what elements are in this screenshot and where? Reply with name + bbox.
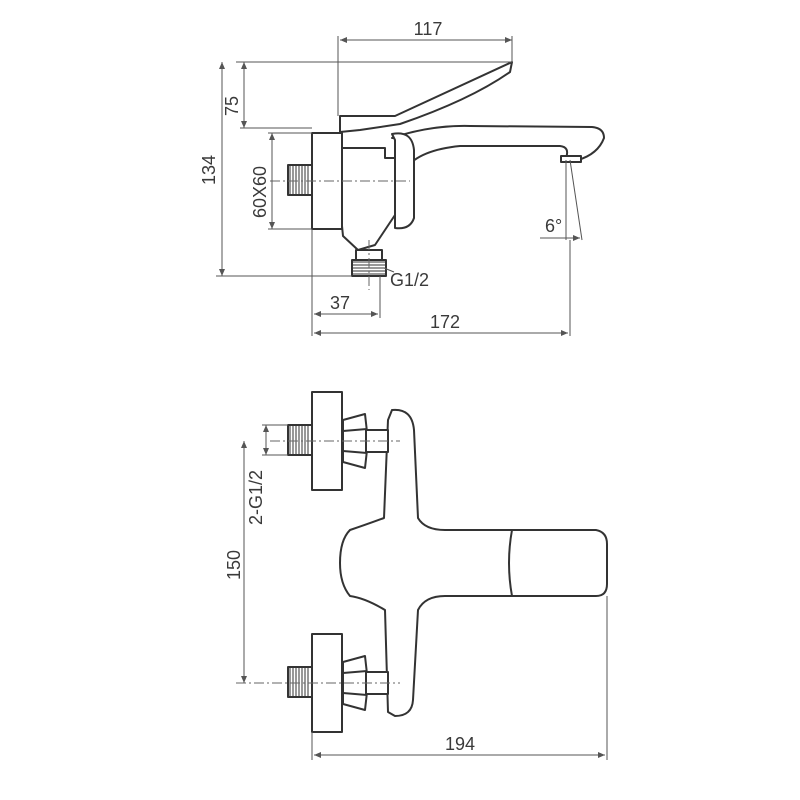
lever-handle xyxy=(339,61,513,133)
dim-60x60: 60X60 xyxy=(250,132,312,230)
dim-label-60x60: 60X60 xyxy=(250,166,270,218)
side-view: 117 75 134 60X60 6° G1/2 xyxy=(199,19,605,336)
dim-label-75: 75 xyxy=(222,96,242,116)
dim-label-117: 117 xyxy=(414,19,443,39)
dim-g12-side: G1/2 xyxy=(383,267,429,290)
dim-label-g12: G1/2 xyxy=(390,270,429,290)
aerator xyxy=(560,155,582,163)
dim-label-194: 194 xyxy=(445,734,475,754)
spout xyxy=(391,124,605,169)
dim-75: 75 xyxy=(222,61,512,129)
dim-label-2-g12: 2-G1/2 xyxy=(246,470,266,525)
dim-label-172: 172 xyxy=(430,312,460,332)
dim-label-37: 37 xyxy=(330,293,350,313)
top-view: 2-G1/2 150 194 xyxy=(224,391,608,760)
dim-117: 117 xyxy=(337,19,513,116)
dim-2-g12: 2-G1/2 xyxy=(246,424,288,525)
dim-label-150: 150 xyxy=(224,550,244,580)
inlet-thread-left xyxy=(287,164,313,196)
dim-194: 194 xyxy=(311,596,608,760)
dim-37: 37 xyxy=(311,229,381,336)
spout-joint xyxy=(508,529,513,597)
dim-134: 134 xyxy=(199,62,352,277)
dim-label-6deg: 6° xyxy=(545,216,562,236)
valve-body xyxy=(341,147,396,251)
dim-150: 150 xyxy=(224,441,247,683)
dim-label-134: 134 xyxy=(199,155,219,185)
dim-172: 172 xyxy=(314,240,571,336)
valve-body-top xyxy=(339,408,608,717)
dim-6deg: 6° xyxy=(540,159,583,241)
